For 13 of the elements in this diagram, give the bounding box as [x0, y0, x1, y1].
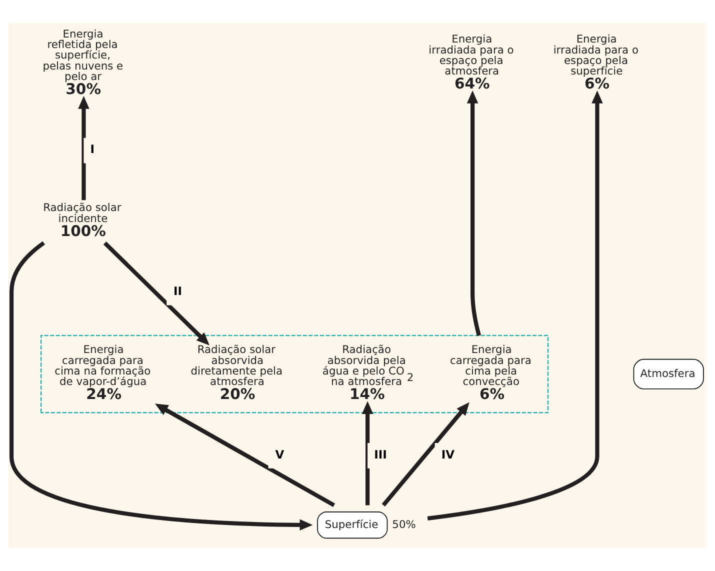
node-text: Radiação solar absorvida diretamente pela atmosfera 20%	[190, 343, 283, 404]
node-label: 50%	[392, 518, 416, 531]
edge-label: II	[174, 284, 182, 298]
node-text: Energia carregada para cima pela convecção 6%	[450, 343, 532, 404]
node-text: Energia irradiada para o espaço pela superfície 6%	[553, 32, 638, 93]
node-text: Energia irradiada para o espaço pela atmosfera 64%	[428, 32, 514, 93]
edge-label: V	[275, 447, 284, 462]
node-text: Radiação solar incidente 100%	[43, 201, 122, 240]
edge-label: IV	[441, 447, 455, 462]
edge-label: I	[90, 142, 95, 156]
edge-label: III	[374, 447, 387, 462]
node-text: Energia carregada para cima na formação de vapor-d’água 24%	[54, 343, 151, 404]
node-text: Energia refletida pela superfície, pelas nuvens e pelo ar 30%	[42, 27, 124, 98]
